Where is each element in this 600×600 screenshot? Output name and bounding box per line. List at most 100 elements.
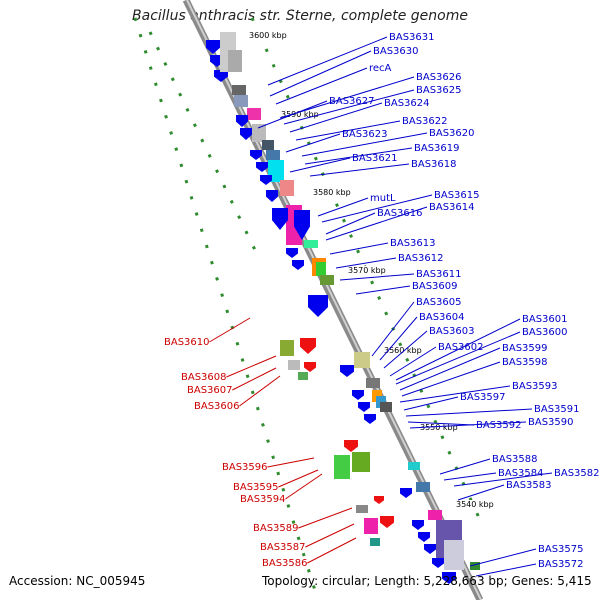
leader-line	[339, 273, 415, 281]
gene-label-reverse: BAS3586	[262, 558, 308, 569]
gene-arrow	[352, 390, 364, 400]
gene-label-forward: BAS3582	[554, 468, 600, 479]
gene-box	[316, 262, 326, 276]
gene-label-reverse: BAS3606	[194, 401, 240, 412]
gene-box	[234, 95, 248, 107]
gene-label-forward: BAS3620	[429, 128, 475, 139]
leader-line	[226, 355, 277, 378]
gene-features	[206, 32, 480, 584]
scale-label: 3570 kbp	[348, 266, 386, 275]
leader-line	[395, 331, 521, 385]
leader-line	[443, 472, 497, 481]
gene-arrow	[250, 150, 262, 160]
scale-label: 3560 kbp	[384, 346, 422, 355]
gene-box	[366, 378, 380, 388]
gene-arrow	[442, 572, 456, 584]
leader-line	[407, 421, 475, 426]
scale-label-bg	[418, 423, 456, 432]
leader-line	[321, 194, 433, 223]
gene-label-forward: mutL	[370, 193, 396, 204]
gene-arrow	[260, 175, 272, 185]
leader-line	[257, 100, 328, 129]
gene-label-forward: BAS3592	[476, 420, 522, 431]
tick-row	[148, 31, 257, 251]
scale-label: 3600 kbp	[249, 31, 287, 40]
gene-label-forward: BAS3621	[352, 153, 398, 164]
leader-line	[283, 89, 415, 125]
gene-label-forward: BAS3584	[498, 468, 544, 479]
gene-arrow	[432, 558, 444, 568]
gene-label-forward: BAS3575	[538, 544, 584, 555]
gene-label-forward: BAS3612	[398, 253, 444, 264]
gene-label-reverse: BAS3596	[222, 462, 268, 473]
gene-label-forward: BAS3590	[528, 417, 574, 428]
gene-label-forward: BAS3630	[373, 46, 419, 57]
gene-arrow	[272, 208, 288, 230]
leader-line	[305, 523, 355, 548]
gene-label-forward: BAS3593	[512, 381, 558, 392]
gene-arrow	[206, 40, 220, 54]
gene-label-forward: BAS3601	[522, 314, 568, 325]
gene-label-reverse: BAS3595	[233, 482, 279, 493]
gene-arrow	[214, 70, 228, 82]
gene-label-forward: BAS3626	[416, 72, 462, 83]
leader-line	[301, 132, 428, 157]
leader-line	[457, 484, 505, 501]
leader-line	[453, 472, 553, 487]
gene-label-forward: BAS3599	[502, 343, 548, 354]
gene-box	[370, 538, 380, 546]
gene-arrow	[412, 520, 424, 530]
leader-line	[278, 469, 319, 488]
gene-label-forward: BAS3613	[390, 238, 436, 249]
leader-line	[307, 537, 357, 564]
leader-line	[335, 257, 397, 269]
leader-line	[329, 242, 389, 255]
gene-arrow	[364, 414, 376, 424]
tick-row	[250, 17, 482, 521]
tick-marks	[133, 17, 482, 600]
gene-label-forward: BAS3572	[538, 559, 584, 570]
gene-arrow	[380, 516, 394, 528]
gene-box	[288, 360, 300, 370]
gene-box	[380, 402, 392, 412]
gene-label-reverse: BAS3610	[164, 337, 210, 348]
leader-line	[295, 120, 401, 141]
gene-label-forward: BAS3627	[329, 96, 375, 107]
gene-box	[444, 540, 464, 570]
leader-line	[409, 421, 527, 429]
gene-box	[266, 150, 280, 160]
gene-label-forward: BAS3623	[342, 129, 388, 140]
gene-label-forward: BAS3602	[438, 342, 484, 353]
gene-box	[232, 85, 246, 95]
leader-line	[298, 507, 353, 529]
gene-label-forward: BAS3583	[506, 480, 552, 491]
leader-line	[383, 330, 428, 369]
gene-arrow	[292, 260, 304, 270]
gene-label-forward: BAS3614	[429, 202, 475, 213]
gene-label-forward: BAS3624	[384, 98, 430, 109]
leader-line	[289, 157, 351, 173]
gene-label-forward: recA	[369, 63, 392, 74]
gene-label-forward: BAS3603	[429, 326, 475, 337]
leader-line	[469, 548, 537, 567]
leader-line	[304, 147, 413, 165]
scale-label-bg	[279, 110, 317, 119]
gene-arrow	[340, 365, 354, 377]
gene-box	[352, 452, 370, 472]
gene-box	[428, 510, 442, 520]
gene-label-forward: BAS3631	[389, 32, 435, 43]
gene-box	[354, 352, 370, 368]
gene-box	[280, 340, 294, 356]
gene-arrow	[294, 210, 310, 240]
label-leader-lines	[209, 36, 553, 577]
gene-arrow	[418, 532, 430, 542]
gene-arrow	[266, 190, 278, 202]
gene-box	[262, 140, 274, 150]
gene-label-forward: BAS3604	[419, 312, 465, 323]
gene-box	[228, 50, 242, 72]
leader-line	[401, 361, 501, 397]
leader-line	[475, 563, 537, 577]
gene-label-reverse: BAS3607	[187, 385, 233, 396]
